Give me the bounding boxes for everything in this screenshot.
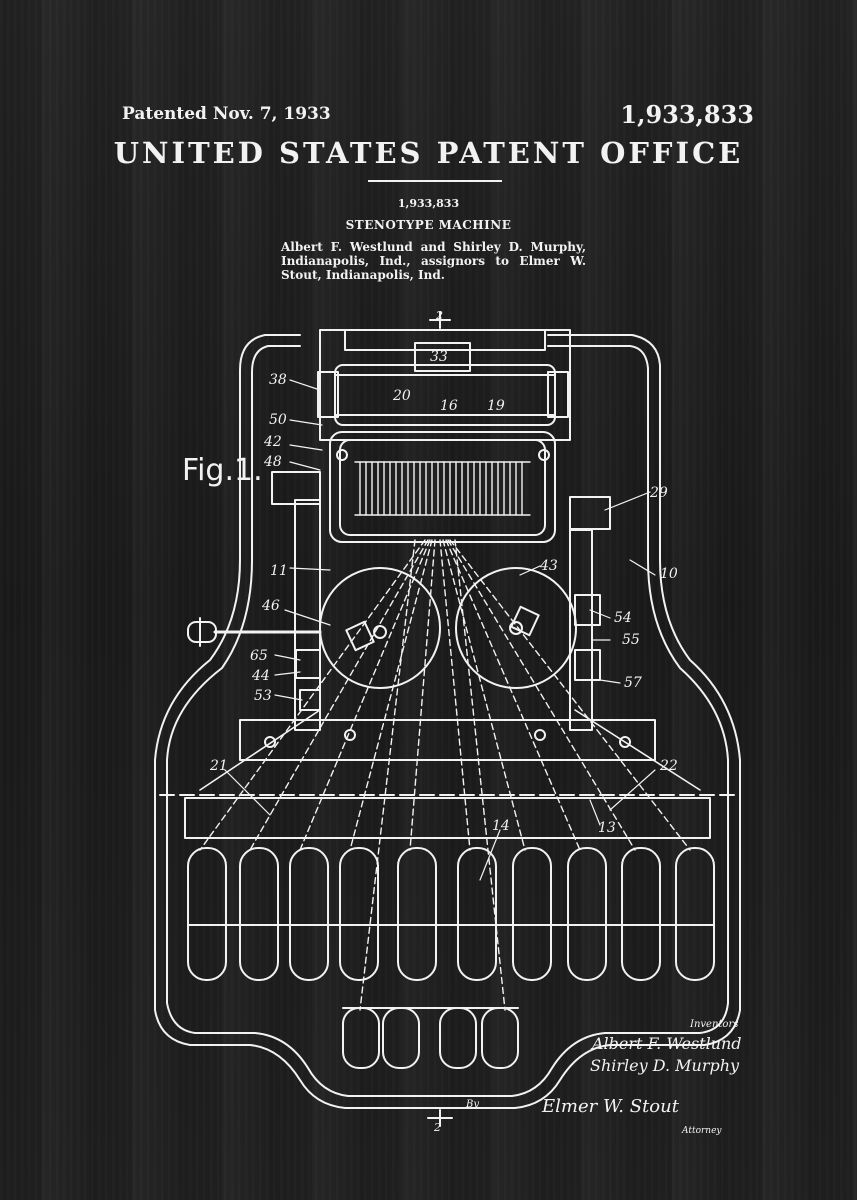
ref-numeral: 14	[492, 818, 510, 834]
ref-numeral: 43	[539, 558, 558, 574]
ref-numeral: 65	[250, 648, 268, 664]
attorney-signature: Elmer W. Stout	[541, 1096, 680, 1117]
patent-number: 1,933,833	[620, 100, 754, 129]
inventor-signature-1: Albert F. Westlund	[590, 1034, 742, 1053]
ref-numeral: 16	[440, 398, 458, 414]
ref-numeral: 50	[269, 412, 287, 428]
housing-outer	[154, 334, 741, 1109]
ref-numeral: 33	[430, 349, 448, 365]
ref-numeral: 29	[649, 485, 668, 501]
ref-numeral: 57	[624, 675, 642, 691]
title-divider	[368, 180, 502, 182]
ref-numeral: 22	[659, 758, 678, 774]
ref-numeral: 42	[263, 434, 282, 450]
inventors-line: Albert F. Westlund and Shirley D. Murphy…	[281, 240, 586, 254]
ref-numeral: 10	[660, 566, 678, 582]
attorney-label: Attorney	[681, 1126, 722, 1136]
housing-inner	[166, 345, 729, 1097]
ref-numeral: 13	[598, 820, 616, 836]
ref-numeral: 20	[392, 388, 411, 404]
section-mark: 2	[433, 1121, 441, 1134]
section-mark: 2	[435, 309, 443, 322]
ref-numeral: 48	[263, 454, 282, 470]
inventors-line: Indianapolis, Ind., assignors to Elmer W…	[281, 254, 586, 268]
by-label: By	[465, 1099, 479, 1110]
patent-date: Patented Nov. 7, 1933	[122, 104, 331, 124]
ref-numeral: 44	[251, 668, 270, 684]
inventors-heading: Inventors	[689, 1019, 738, 1030]
ref-numeral: 38	[269, 372, 287, 388]
figure-label: Fig.1.	[182, 453, 263, 488]
invention-title: STENOTYPE MACHINE	[345, 218, 512, 232]
ref-numeral: 55	[622, 632, 640, 648]
ref-numeral: 53	[254, 688, 272, 704]
ref-numeral: 54	[614, 610, 632, 626]
ref-numeral: 11	[270, 563, 288, 579]
ref-numeral: 21	[209, 758, 228, 774]
ref-numeral: 19	[487, 398, 505, 414]
ref-numeral: 46	[261, 598, 280, 614]
office-title: UNITED STATES PATENT OFFICE	[113, 136, 744, 170]
inventors-paragraph: Albert F. Westlund and Shirley D. Murphy…	[281, 240, 586, 282]
key-bank	[187, 847, 715, 981]
inventor-signature-2: Shirley D. Murphy	[590, 1056, 740, 1075]
spec-number: 1,933,833	[397, 197, 460, 210]
thumb-keys	[342, 1007, 519, 1069]
inventors-line: Stout, Indianapolis, Ind.	[281, 268, 445, 282]
